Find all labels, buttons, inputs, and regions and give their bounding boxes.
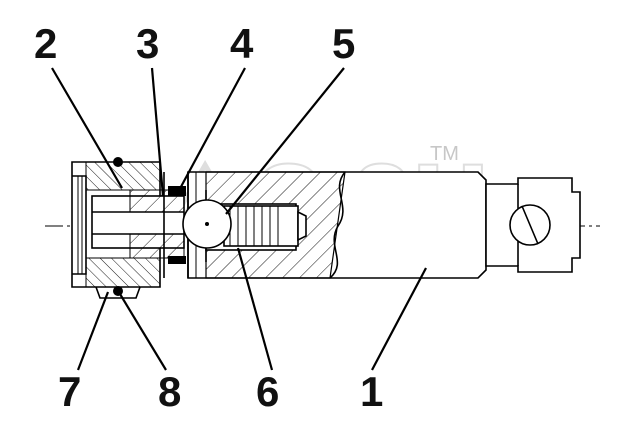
leader-5 bbox=[225, 67, 345, 215]
inner-sleeve bbox=[91, 189, 185, 259]
o-ring-top bbox=[113, 157, 123, 167]
callout-8: 8 bbox=[158, 368, 181, 415]
trademark-mark: TM bbox=[430, 143, 459, 165]
callout-4: 4 bbox=[230, 20, 254, 67]
leader-3 bbox=[150, 67, 165, 197]
check-ball bbox=[182, 199, 232, 249]
leader-7 bbox=[76, 291, 110, 371]
leader-1 bbox=[371, 267, 427, 371]
seal-ring bbox=[163, 172, 186, 278]
callout-3: 3 bbox=[136, 20, 159, 67]
callout-5: 5 bbox=[332, 20, 355, 67]
o-ring-bottom bbox=[113, 286, 123, 296]
leader-2 bbox=[51, 67, 123, 189]
leader-6 bbox=[236, 247, 274, 371]
callout-1: 1 bbox=[360, 368, 383, 415]
leader-lines bbox=[51, 67, 427, 371]
callout-labels: 2 3 4 5 7 8 6 1 bbox=[34, 20, 383, 415]
callout-6: 6 bbox=[256, 368, 279, 415]
shank bbox=[485, 177, 581, 273]
spring bbox=[223, 205, 307, 247]
leader-8 bbox=[119, 293, 167, 371]
callout-2: 2 bbox=[34, 20, 57, 67]
callout-7: 7 bbox=[58, 368, 81, 415]
leader-4 bbox=[175, 67, 246, 197]
